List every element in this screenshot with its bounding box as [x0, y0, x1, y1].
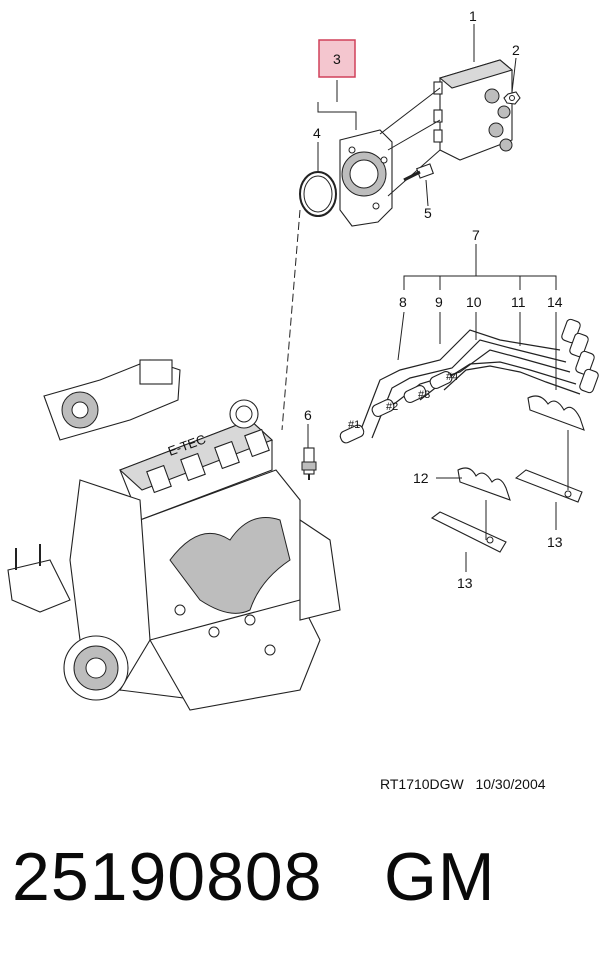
callout-2: 2 [512, 42, 520, 58]
cylinder-mark-3: #3 [418, 389, 430, 401]
engine-assembly: E-TEC [7, 359, 341, 711]
callout-6: 6 [304, 407, 312, 423]
footer-caption: 25190808 GM [12, 838, 592, 938]
callout-5: 5 [424, 205, 432, 221]
callout-13-lower: 13 [457, 575, 473, 591]
mounting-bolt [403, 163, 434, 182]
callout-14: 14 [547, 294, 563, 310]
cylinder-mark-1: #1 [348, 419, 360, 431]
o-ring-seal [299, 171, 337, 217]
callout-1: 1 [469, 8, 477, 24]
hex-nut [503, 91, 521, 105]
callout-4: 4 [313, 125, 321, 141]
spark-plug-boots [561, 318, 599, 394]
callout-leader-lines [281, 24, 569, 572]
cylinder-mark-4: #4 [446, 371, 458, 383]
diagram-reference: RT1710DGW 10/30/2004 [380, 776, 546, 792]
callout-8: 8 [399, 294, 407, 310]
callout-12: 12 [413, 470, 429, 486]
highlight-box [318, 39, 356, 78]
reference-code: RT1710DGW [380, 776, 464, 792]
support-plate-lower [430, 511, 507, 553]
ignition-coil-pack [433, 59, 514, 161]
callout-10: 10 [466, 294, 482, 310]
wire-holder-clip-upper [527, 395, 585, 431]
callout-13-right: 13 [547, 534, 563, 550]
callout-9: 9 [435, 294, 443, 310]
spark-plug-wire-set [359, 329, 581, 439]
plug-wire-terminals: #1 #2 #3 #4 [339, 371, 458, 444]
manufacturer: GM [384, 839, 496, 915]
callout-7: 7 [472, 227, 480, 243]
callout-3: 3 [333, 51, 341, 67]
coil-bracket [339, 87, 441, 227]
exploded-parts-diagram: #1 #2 #3 #4 E-TEC [7, 8, 599, 711]
cylinder-mark-2: #2 [386, 401, 398, 413]
support-plate-upper [514, 469, 583, 503]
reference-date: 10/30/2004 [475, 776, 546, 792]
callout-11: 11 [511, 294, 526, 310]
part-number: 25190808 [12, 839, 323, 915]
wire-holder-clip-lower [457, 467, 511, 501]
spark-plug [301, 447, 317, 480]
